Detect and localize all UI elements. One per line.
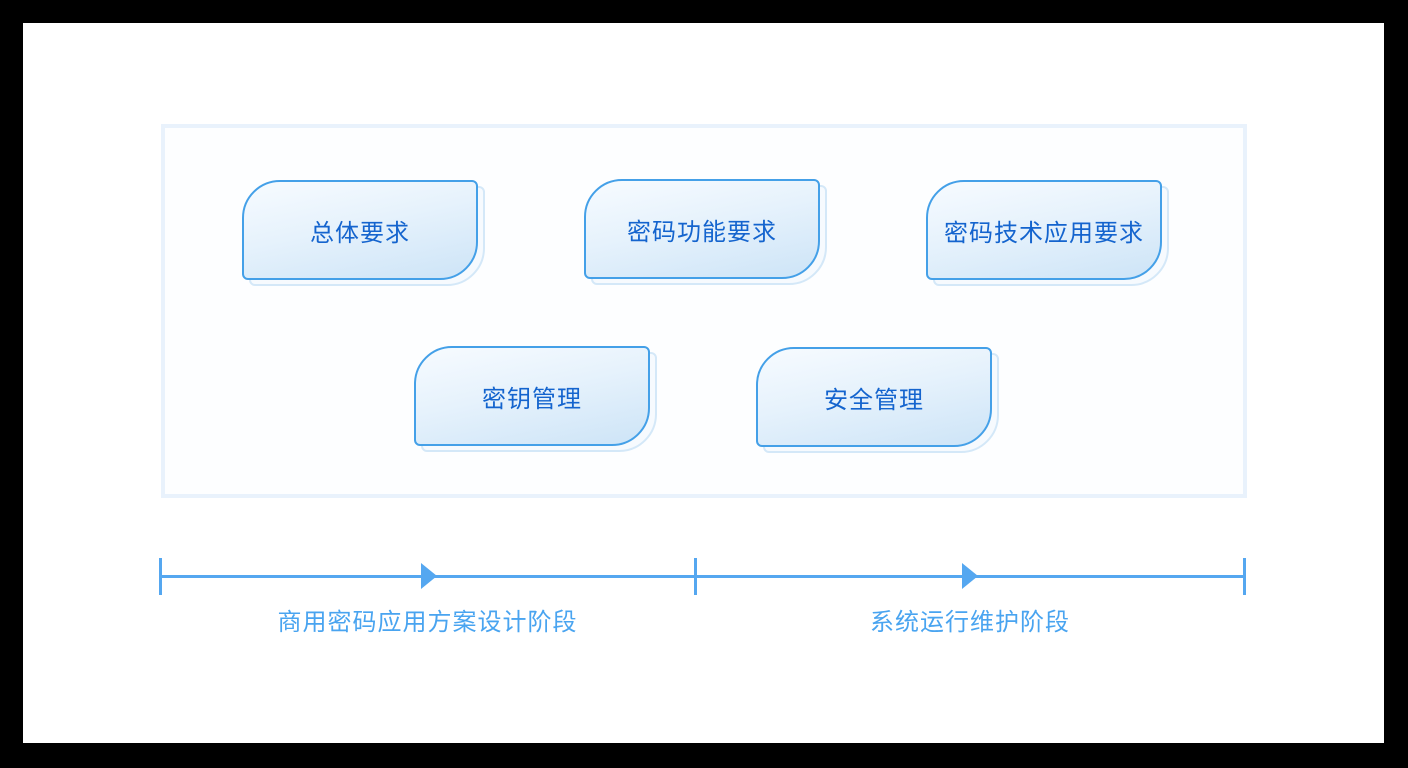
phase-label-design: 商用密码应用方案设计阶段 bbox=[277, 609, 578, 636]
node-key-management: 密钥管理 bbox=[414, 346, 657, 452]
node-crypto-tech-application-requirements: 密码技术应用要求 bbox=[926, 180, 1169, 286]
node-crypto-function-requirements: 密码功能要求 bbox=[584, 179, 827, 285]
node-body: 安全管理 bbox=[756, 347, 992, 447]
node-label: 密码技术应用要求 bbox=[944, 219, 1144, 247]
node-overall-requirements: 总体要求 bbox=[242, 180, 485, 286]
node-body: 总体要求 bbox=[242, 180, 478, 280]
node-body: 密码技术应用要求 bbox=[926, 180, 1162, 280]
phase-label-operation: 系统运行维护阶段 bbox=[870, 609, 1070, 636]
timeline-tick-start bbox=[159, 558, 162, 595]
timeline-arrow-icon bbox=[962, 563, 978, 589]
node-body: 密钥管理 bbox=[414, 346, 650, 446]
letterbox-right bbox=[1384, 23, 1408, 743]
letterbox-top bbox=[0, 0, 1408, 23]
timeline-tick-end bbox=[1243, 558, 1246, 595]
node-body: 密码功能要求 bbox=[584, 179, 820, 279]
node-security-management: 安全管理 bbox=[756, 347, 999, 453]
node-label: 密码功能要求 bbox=[627, 218, 777, 246]
node-label: 总体要求 bbox=[310, 219, 410, 247]
timeline-axis bbox=[160, 575, 1246, 578]
node-label: 密钥管理 bbox=[482, 385, 582, 413]
timeline-arrow-icon bbox=[421, 563, 437, 589]
timeline-tick-middle bbox=[694, 558, 697, 595]
letterbox-left bbox=[0, 23, 23, 743]
node-label: 安全管理 bbox=[824, 386, 924, 414]
letterbox-bottom bbox=[0, 743, 1408, 768]
